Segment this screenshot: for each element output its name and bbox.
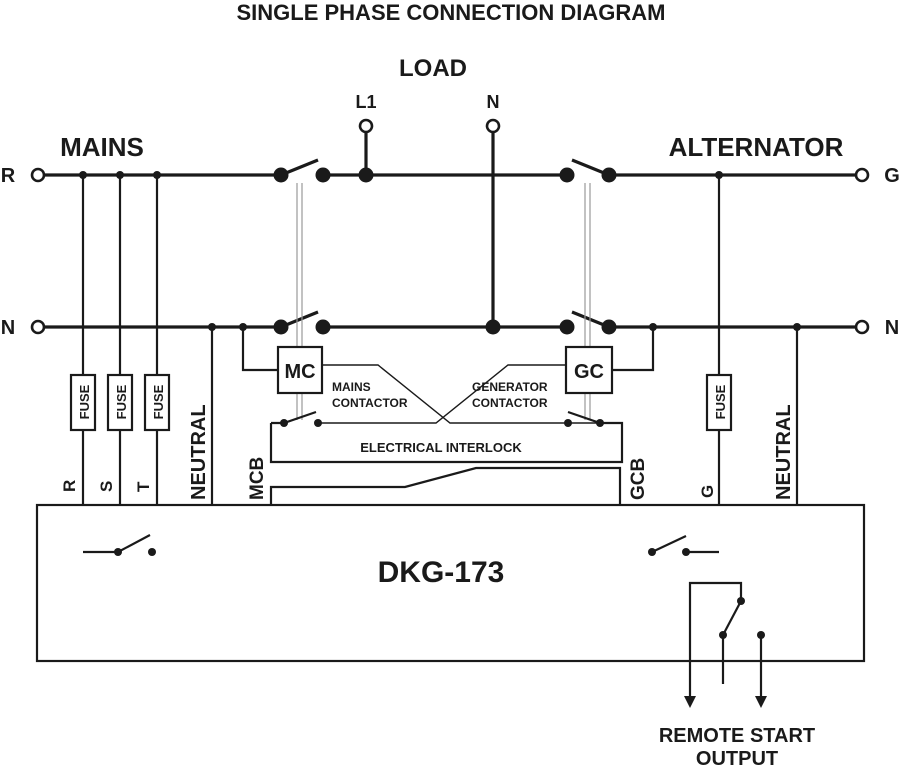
gc-coil: GC bbox=[564, 327, 655, 395]
alternator-label: ALTERNATOR bbox=[669, 132, 844, 162]
terminal-mcb-label: MCB bbox=[247, 457, 268, 500]
terminal-gcb-label: GCB bbox=[628, 458, 649, 500]
terminal-neutral-left-label: NEUTRAL bbox=[188, 404, 210, 500]
fuse-s-label: FUSE bbox=[114, 384, 129, 419]
remote-start-label-line2: OUTPUT bbox=[696, 748, 778, 768]
fuse-r-label: FUSE bbox=[77, 384, 92, 419]
load-n-label: N bbox=[487, 92, 500, 112]
alternator-g-terminal-label: G bbox=[884, 165, 900, 187]
electrical-interlock-label: ELECTRICAL INTERLOCK bbox=[360, 440, 522, 455]
gc-coil-label: GC bbox=[574, 361, 604, 383]
fuse-g: FUSE bbox=[705, 373, 733, 432]
fuse-g-label: FUSE bbox=[713, 384, 728, 419]
mains-contactor-label-line1: MAINS bbox=[332, 380, 371, 394]
generator-contactor-label-line2: CONTACTOR bbox=[472, 396, 548, 410]
mc-power-contacts bbox=[280, 158, 319, 329]
alternator-n-terminal bbox=[854, 319, 870, 335]
terminal-g-label: G bbox=[698, 485, 717, 498]
fuse-r: FUSE bbox=[69, 373, 97, 432]
generator-contactor-label-line1: GENERATOR bbox=[472, 380, 548, 394]
fuse-t: FUSE bbox=[143, 373, 171, 432]
coil-cross-wiring bbox=[318, 364, 612, 424]
remote-start-label-line1: REMOTE START bbox=[659, 725, 815, 747]
terminal-t-label: T bbox=[134, 481, 153, 492]
mains-label: MAINS bbox=[60, 132, 144, 162]
load-label: LOAD bbox=[399, 55, 467, 82]
remote-start-relay bbox=[684, 581, 767, 708]
mains-n-terminal bbox=[30, 319, 46, 335]
junction-dots bbox=[79, 167, 801, 639]
terminal-s-label: S bbox=[97, 481, 116, 492]
mains-n-terminal-label: N bbox=[1, 317, 15, 339]
fuse-s: FUSE bbox=[106, 373, 134, 432]
terminal-r-label: R bbox=[60, 480, 79, 492]
mc-coil: MC bbox=[241, 327, 324, 395]
mains-r-terminal bbox=[30, 167, 46, 183]
mc-coil-label: MC bbox=[284, 361, 315, 383]
load-l1-terminal bbox=[358, 118, 374, 134]
mains-relay-contact bbox=[83, 534, 151, 554]
generator-relay-contact bbox=[651, 535, 719, 554]
alternator-g-terminal bbox=[854, 167, 870, 183]
controller-name: DKG-173 bbox=[378, 556, 505, 589]
load-l1-label: L1 bbox=[355, 92, 376, 112]
alternator-n-terminal-label: N bbox=[885, 317, 899, 339]
diagram-title: SINGLE PHASE CONNECTION DIAGRAM bbox=[236, 0, 665, 25]
load-n-terminal bbox=[485, 118, 501, 134]
terminal-neutral-right-label: NEUTRAL bbox=[773, 404, 795, 500]
mains-r-terminal-label: R bbox=[1, 165, 16, 187]
fuse-t-label: FUSE bbox=[151, 384, 166, 419]
mains-contactor-label-line2: CONTACTOR bbox=[332, 396, 408, 410]
